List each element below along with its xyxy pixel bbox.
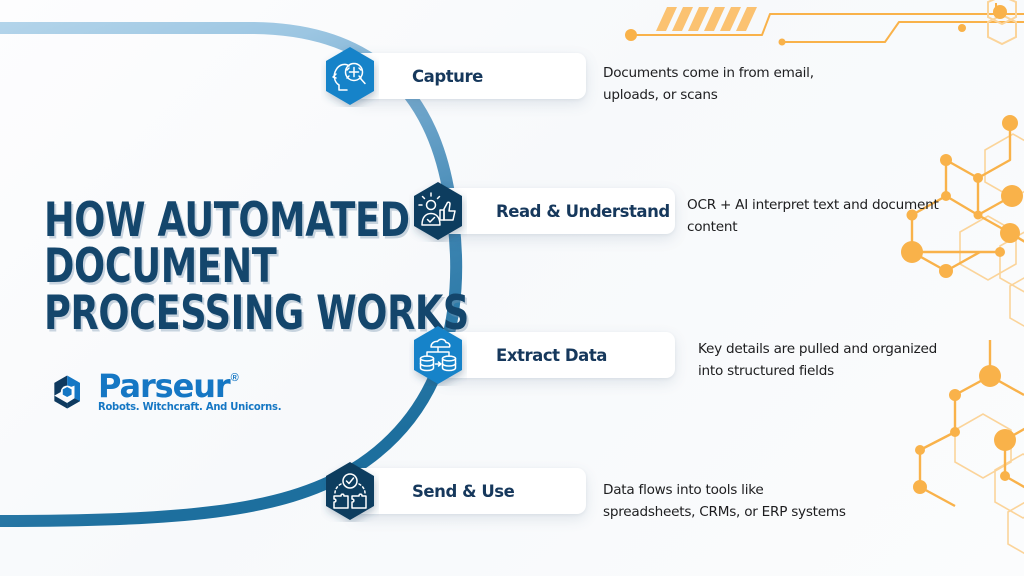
step-read-understand-badge[interactable] [409, 180, 467, 242]
person-thumbsup-icon [418, 192, 456, 226]
page-title: HOW AUTOMATED DOCUMENT PROCESSING WORKS [44, 193, 469, 341]
step-card[interactable]: Extract Data [440, 332, 675, 378]
title-line-2: DOCUMENT [44, 239, 277, 295]
step-description: Key details are pulled and organized int… [698, 341, 938, 380]
step-description: Documents come in from email, uploads, o… [603, 65, 814, 104]
circuit-node-icon [993, 5, 1007, 19]
step-card[interactable]: Read & Understand [440, 188, 675, 234]
step-capture-badge[interactable] [321, 45, 379, 107]
logo-wordmark: Parseur [98, 367, 231, 406]
step-card[interactable]: Capture [352, 53, 586, 99]
step-description: Data flows into tools like spreadsheets,… [603, 482, 846, 521]
step-description: OCR + AI interpret text and document con… [687, 197, 939, 236]
step-send-use[interactable]: Send & Use [352, 468, 586, 514]
step-label: Extract Data [496, 345, 607, 365]
head-magnifier-icon [332, 62, 366, 91]
cloud-database-icon [419, 338, 457, 372]
parseur-logo[interactable]: Parseur ® Robots. Witchcraft. And Unicor… [47, 370, 285, 414]
registered-mark: ® [230, 372, 239, 385]
logo-tagline: Robots. Witchcraft. And Unicorns. [98, 402, 282, 414]
step-label: Read & Understand [496, 201, 670, 221]
title-line-1: HOW AUTOMATED [44, 193, 410, 248]
circuit-node-icon [778, 38, 786, 46]
parseur-cube-logo-icon [54, 375, 80, 409]
step-card[interactable]: Send & Use [352, 468, 586, 514]
step-read-understand[interactable]: Read & Understand [440, 188, 675, 234]
circuit-node-icon [958, 24, 966, 32]
circuit-node-icon [625, 29, 637, 41]
step-extract-data-badge[interactable] [409, 324, 467, 386]
check-puzzle-icon [333, 473, 367, 509]
step-label: Send & Use [412, 481, 515, 501]
step-send-use-badge[interactable] [321, 460, 379, 522]
step-extract-data[interactable]: Extract Data [440, 332, 675, 378]
step-label: Capture [412, 66, 483, 86]
title-line-3: PROCESSING WORKS [44, 285, 469, 341]
step-capture[interactable]: Capture [352, 53, 586, 99]
